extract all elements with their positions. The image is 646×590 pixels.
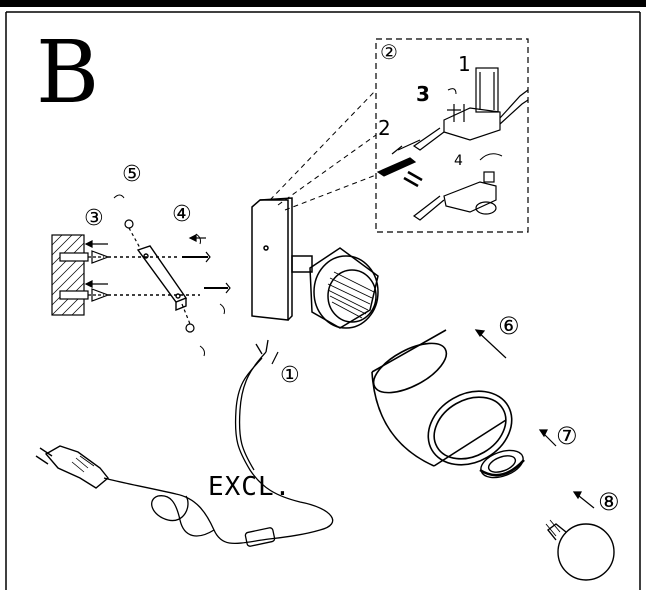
lamp-shade bbox=[371, 329, 513, 467]
light-bulb bbox=[545, 519, 615, 581]
inset-marker-2: 2 bbox=[378, 116, 391, 140]
power-plug bbox=[35, 445, 109, 489]
excluded-label: EXCL. bbox=[208, 472, 292, 502]
step-6-label: ⑥ bbox=[498, 312, 520, 340]
fixture-base bbox=[251, 197, 313, 321]
step-7-label: ⑦ bbox=[556, 422, 578, 450]
inset-marker-4: 4 bbox=[454, 153, 463, 169]
step-8-label: ⑧ bbox=[598, 488, 620, 516]
terminal-block-detail bbox=[376, 67, 529, 221]
power-cable bbox=[103, 339, 334, 547]
inset-marker-3: 3 bbox=[416, 82, 430, 106]
step-2-label: ② bbox=[380, 40, 398, 64]
top-bar bbox=[0, 0, 646, 7]
shade-ring bbox=[479, 449, 525, 479]
inset-marker-1: 1 bbox=[458, 52, 471, 76]
direction-arrows bbox=[84, 234, 595, 509]
inset-projection-lines bbox=[269, 89, 377, 211]
detail-inset-box bbox=[375, 38, 529, 233]
step-1-label: ① bbox=[280, 363, 300, 388]
section-letter: B bbox=[36, 23, 100, 123]
spotlight-head bbox=[309, 247, 379, 329]
step-4-label: ④ bbox=[172, 202, 192, 227]
step-3-label: ③ bbox=[84, 206, 104, 231]
step-5-label: ⑤ bbox=[122, 162, 142, 187]
screws bbox=[124, 219, 231, 333]
mounting-bracket bbox=[108, 245, 200, 312]
wall-section bbox=[51, 234, 110, 316]
